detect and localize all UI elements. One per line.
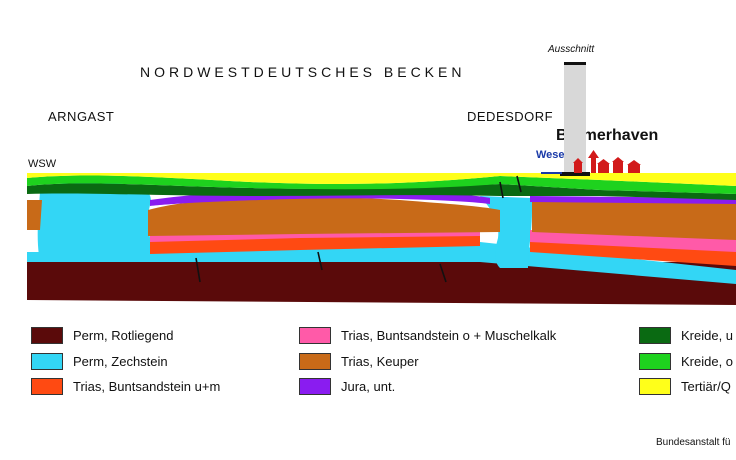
inset-column-top — [564, 62, 586, 65]
layer-buntsandstein-um — [150, 232, 480, 254]
legend-label: Trias, Buntsandstein o + Muschelkalk — [341, 327, 557, 343]
legend-swatch — [299, 377, 331, 395]
legend-item-keuper: Trias, Keuper — [299, 352, 419, 370]
legend-label: Tertiär/Q — [681, 378, 731, 394]
legend-label: Kreide, u — [681, 327, 734, 343]
legend-item-jura: Jura, unt. — [299, 377, 395, 395]
source-credit: Bundesanstalt fü — [656, 437, 731, 448]
river-label: Weser — [536, 149, 569, 161]
legend-label: Perm, Zechstein — [73, 353, 168, 369]
legend-item-rotliegend: Perm, Rotliegend — [31, 326, 173, 344]
legend-item-buntsandstein-o: Trias, Buntsandstein o + Muschelkalk — [299, 326, 556, 344]
diagram-title: NORDWESTDEUTSCHES BECKEN — [140, 64, 466, 80]
inset-column-bottom — [560, 172, 590, 176]
legend-swatch — [31, 377, 63, 395]
legend-item-kreide-ob: Kreide, o — [639, 352, 733, 370]
legend-label: Jura, unt. — [341, 378, 396, 394]
fault-line — [317, 251, 323, 271]
direction-label: WSW — [28, 158, 57, 170]
fault-line — [195, 257, 201, 283]
legend-swatch — [639, 377, 671, 395]
layer-buntsandstein-o-east — [530, 230, 736, 252]
inset-column — [564, 64, 586, 174]
layer-rotliegend — [27, 262, 736, 305]
legend-item-buntsandstein-um: Trias, Buntsandstein u+m — [31, 377, 220, 395]
geological-cross-section — [27, 62, 736, 305]
legend-label: Trias, Keuper — [341, 353, 419, 369]
layer-keuper-west — [27, 200, 42, 230]
salt-dome-dedesdorf — [480, 196, 532, 268]
layer-keuper-east — [532, 200, 736, 240]
legend-swatch — [639, 352, 671, 370]
fault-line — [516, 175, 522, 193]
inset-label: Ausschnitt — [548, 44, 595, 55]
location-label-arngast: ARNGAST — [48, 109, 115, 124]
legend-label: Kreide, o — [681, 353, 734, 369]
legend-swatch — [299, 352, 331, 370]
fault-line — [439, 263, 447, 283]
salt-dome-arngast — [37, 182, 160, 262]
layer-kreide-unt — [27, 183, 736, 200]
location-label-dedesdorf: DEDESDORF — [467, 109, 554, 124]
town-icon — [573, 150, 641, 173]
fault-line — [499, 181, 504, 199]
legend-item-tertiaer: Tertiär/Q — [639, 377, 731, 395]
layer-buntsandstein-um-east — [530, 240, 736, 266]
legend-swatch — [299, 326, 331, 344]
layer-keuper — [148, 196, 500, 236]
legend-item-zechstein: Perm, Zechstein — [31, 352, 168, 370]
legend-item-kreide-unt: Kreide, u — [639, 326, 733, 344]
layer-tertiaer — [27, 173, 736, 186]
legend-swatch — [31, 352, 63, 370]
legend-swatch — [639, 326, 671, 344]
legend-label: Trias, Buntsandstein u+m — [73, 378, 221, 394]
legend-label: Perm, Rotliegend — [73, 327, 174, 343]
layer-kreide-ob — [27, 175, 736, 194]
legend-swatch — [31, 326, 63, 344]
